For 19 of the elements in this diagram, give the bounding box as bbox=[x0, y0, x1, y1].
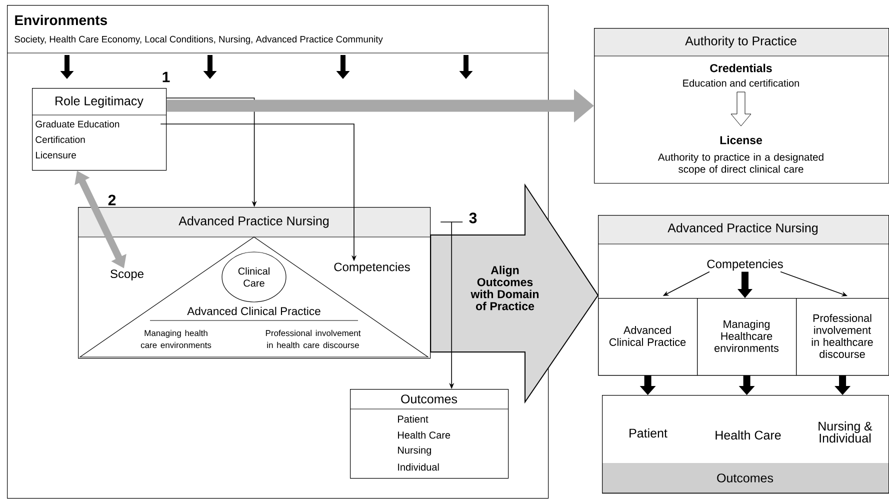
arrow bbox=[738, 376, 755, 395]
step-number: 1 bbox=[162, 72, 170, 82]
process-box: Authority to Practice Credentials Education and certification License Authority to practice in a designated scope of direct clinical care bbox=[594, 28, 889, 184]
arrow bbox=[738, 272, 752, 298]
label-text: Scope bbox=[110, 270, 144, 280]
outcome-box: Outcomes Patient Health Care Nursing Individual bbox=[350, 389, 509, 479]
label-text: Competencies bbox=[707, 259, 783, 271]
process-box: Managing Healthcare environments bbox=[697, 298, 797, 376]
arrow bbox=[640, 376, 656, 395]
outcome-box: Patient Health Care Nursing & Individual Outcomes bbox=[602, 395, 889, 494]
edge-label: Align Outcomes with Domain of Practice bbox=[470, 266, 539, 310]
step-number: 3 bbox=[469, 212, 477, 224]
arrow bbox=[834, 376, 851, 395]
process-box: Role Legitimacy Graduate Education Certification Licensure bbox=[32, 88, 167, 171]
process-box: Professional involvement in healthcare discourse bbox=[796, 298, 889, 376]
process-box: Advanced Clinical Practice bbox=[598, 298, 698, 376]
step-number: 2 bbox=[108, 194, 116, 206]
block-arrow bbox=[430, 183, 599, 404]
label-text: Competencies bbox=[334, 262, 410, 274]
